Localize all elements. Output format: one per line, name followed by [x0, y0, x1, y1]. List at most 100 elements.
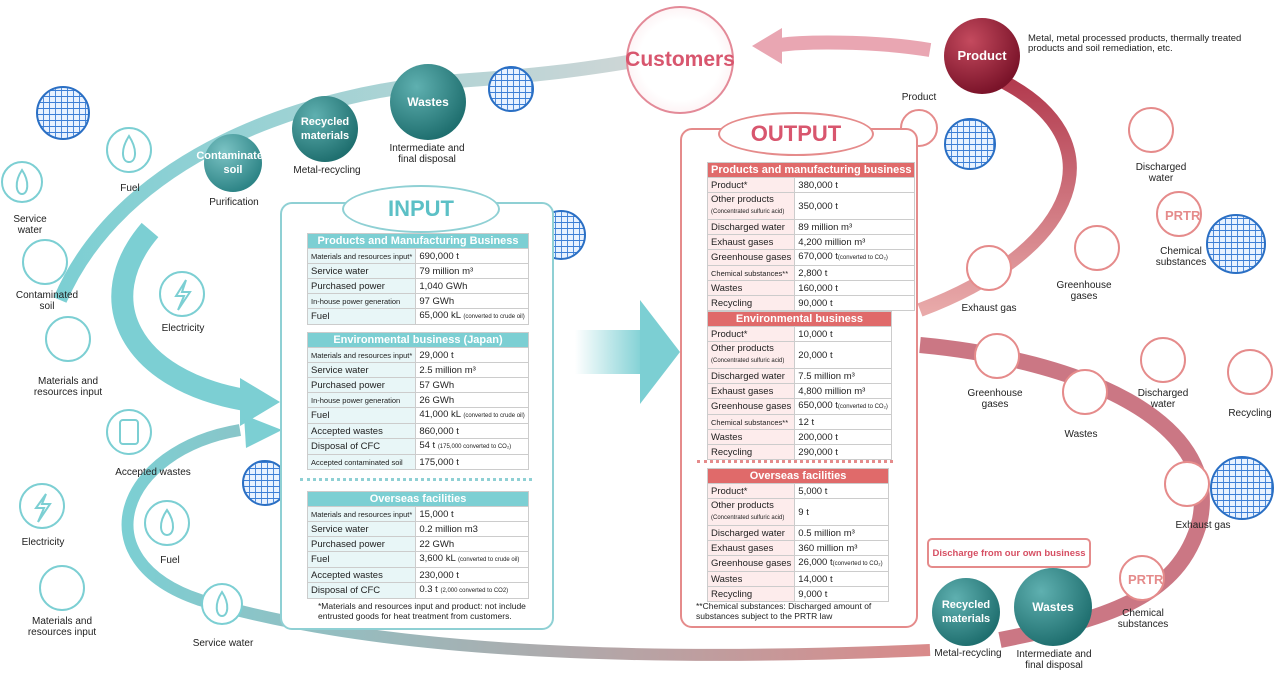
label-text: Exhaust gases	[711, 542, 774, 554]
wastes-circle-top: Wastes	[390, 64, 466, 140]
value-text: 65,000 kL	[419, 310, 461, 321]
faucet-icon	[1128, 107, 1174, 153]
service-water-label-2: Service water	[192, 638, 254, 649]
left-icons	[1, 127, 243, 625]
prtr-icon	[1119, 555, 1165, 601]
label-text: Recycling	[711, 588, 753, 600]
row-label: Other products (Concentrated sulfuric aci…	[706, 498, 796, 526]
row-value: 41,000 kL (converted to crude oil)	[415, 407, 529, 424]
row-label: Materials and resources input*	[306, 347, 417, 363]
label-text: Discharged water	[711, 370, 785, 382]
label-text: Recycling	[711, 446, 753, 458]
value-text: 57 GWh	[419, 379, 455, 391]
label-text: Product*	[711, 485, 748, 497]
label-note: (Concentrated sulfuric acid)	[711, 358, 785, 364]
label-text: Discharged water	[711, 527, 785, 539]
wastes-icon	[1062, 369, 1108, 415]
row-value: 15,000 t	[415, 506, 529, 522]
row-value: 350,000 t	[794, 192, 916, 220]
value-text: 690,000 t	[419, 250, 459, 262]
greenhouse-gases-label: Greenhouse gases	[1056, 280, 1112, 302]
value-note: (converted to crude oil)	[463, 413, 525, 419]
row-label: Product*	[706, 483, 796, 499]
row-value: 860,000 t	[415, 423, 529, 439]
discharged-water-label-2: Discharged water	[1137, 388, 1189, 410]
value-text: 200,000 t	[798, 431, 838, 443]
row-value: 65,000 kL (converted to crude oil)	[415, 308, 529, 325]
row-label: Service water	[306, 362, 417, 378]
row-label: Materials and resources input*	[306, 506, 417, 522]
output-note: **Chemical substances: Discharged amount…	[696, 601, 872, 621]
table-row: Other products(Concentrated sulfuric aci…	[706, 192, 916, 220]
value-text: 26 GWh	[419, 394, 455, 406]
row-label: Fuel	[306, 308, 417, 325]
label-text: Exhaust gases	[711, 236, 774, 248]
row-value: 360 million m³	[794, 540, 889, 556]
row-value: 690,000 t	[415, 248, 529, 264]
input-env-table: Environmental business (Japan) Materials…	[306, 332, 529, 470]
table-row: Materials and resources input*29,000 t	[306, 347, 529, 363]
row-value: 29,000 t	[415, 347, 529, 363]
row-label: Other products(Concentrated sulfuric aci…	[706, 341, 796, 369]
value-text: 9 t	[798, 506, 809, 518]
label-text: Wastes	[711, 431, 743, 443]
value-text: 3,600 kL	[419, 553, 456, 564]
row-value: 0.3 t (2,000 converted to CO2)	[415, 582, 529, 599]
value-note: (converted to CO₂)	[837, 404, 888, 410]
row-label: Exhaust gases	[706, 383, 796, 399]
value-text: 9,000 t	[798, 588, 828, 600]
label-text: Discharged water	[711, 221, 785, 233]
value-text: 29,000 t	[419, 349, 454, 361]
value-note: (2,000 converted to CO2)	[440, 588, 509, 594]
water-drop-icon	[201, 583, 243, 625]
label-text: Wastes	[711, 573, 743, 585]
row-label: Wastes	[706, 280, 796, 296]
wastes-right-label: Wastes	[1064, 429, 1098, 440]
row-value: 9 t	[794, 498, 889, 526]
row-value: 0.2 million m3	[415, 521, 529, 537]
recycled-materials-circle-bottom: Recycled materials	[932, 578, 1000, 646]
row-label: Recycling	[706, 586, 796, 602]
value-note: (175,000 converted to CO₂)	[437, 444, 512, 450]
table-header: Products and Manufacturing Business	[307, 233, 529, 249]
electricity-label: Electricity	[161, 323, 205, 334]
value-text: 360 million m³	[798, 542, 858, 554]
value-text: 650,000 t	[798, 400, 838, 411]
row-label: Product*	[706, 177, 796, 193]
recycling-label: Recycling	[1228, 408, 1272, 419]
value-text: 79 million m³	[419, 265, 474, 277]
table-row: Materials and resources input*690,000 t	[306, 248, 529, 264]
wastes-bottom-label: Wastes	[1032, 600, 1074, 614]
row-value: 175,000 t	[415, 454, 529, 470]
table-header: Overseas facilities	[307, 491, 529, 507]
svg-text:PRTR: PRTR	[1128, 572, 1164, 587]
table-row: Chemical substances**2,800 t	[706, 265, 916, 281]
value-text: 7.5 million m³	[798, 370, 855, 382]
row-value: 380,000 t	[794, 177, 916, 193]
row-value: 90,000 t	[794, 295, 916, 311]
row-label: Wastes	[706, 429, 796, 445]
row-label: Exhaust gases	[706, 540, 796, 556]
faucet-icon	[1140, 337, 1186, 383]
value-text: 230,000 t	[419, 569, 459, 581]
label-text: Other products	[711, 500, 774, 511]
value-text: 89 million m³	[798, 221, 853, 233]
label-text: Other products	[711, 194, 774, 205]
exhaust-gas-label: Exhaust gas	[961, 303, 1017, 314]
value-text: 860,000 t	[419, 425, 459, 437]
row-label: Accepted wastes	[306, 423, 417, 439]
label-text: Greenhouse gases	[711, 401, 792, 412]
row-label: Wastes	[706, 571, 796, 587]
metal-recycling-top-label: Metal-recycling	[293, 165, 361, 176]
label-note: (Concentrated sulfuric acid)	[711, 515, 785, 521]
